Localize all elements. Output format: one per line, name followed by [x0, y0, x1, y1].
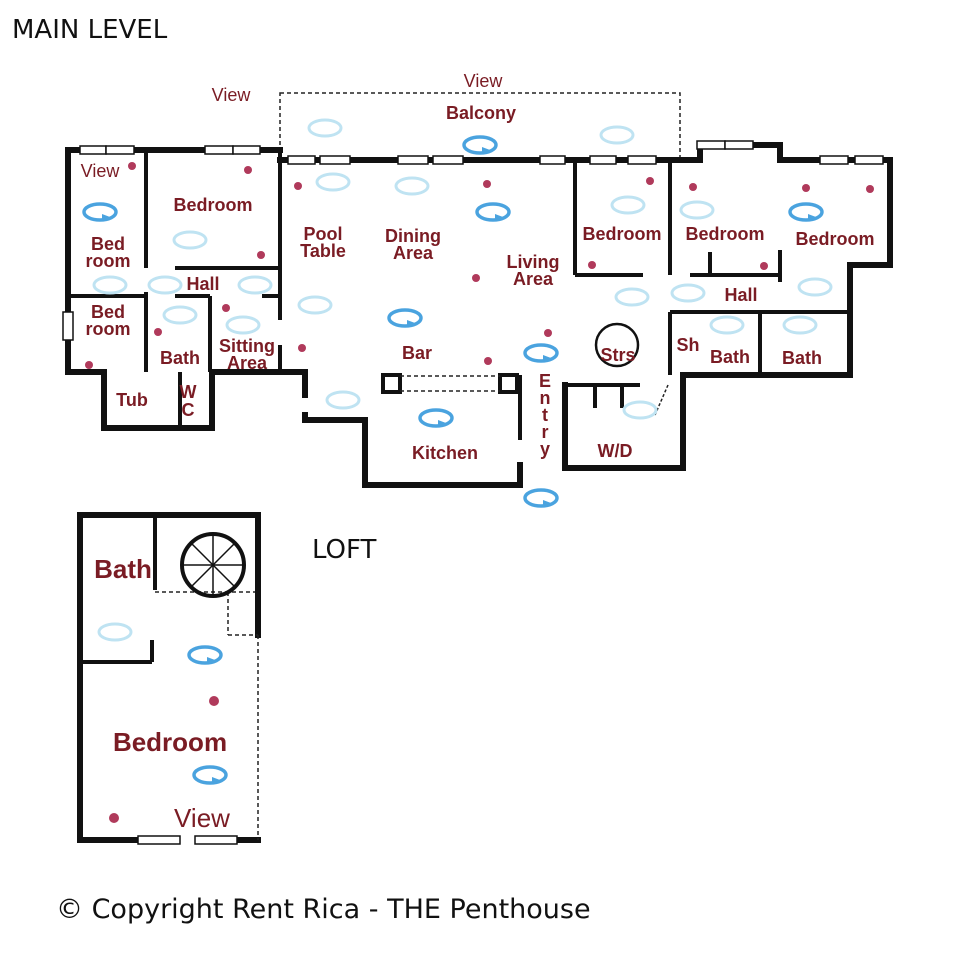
room-label: Hall — [724, 285, 757, 305]
loft-heading: LOFT — [312, 535, 377, 565]
main-level-heading: MAIN LEVEL — [12, 15, 168, 45]
fan-icon — [418, 408, 454, 428]
room-label: Living — [507, 252, 560, 272]
room-label: room — [86, 319, 131, 339]
room-label: C — [182, 400, 195, 420]
stairs-icon — [594, 322, 640, 368]
fan-icon — [82, 202, 118, 222]
room-label: Bed — [91, 234, 125, 254]
loft-bedroom-label: Bedroom — [113, 727, 227, 757]
room-label: E — [539, 371, 551, 391]
fan-icon — [192, 765, 228, 785]
room-label: Area — [227, 353, 268, 373]
room-label: Bedroom — [795, 229, 874, 249]
room-label: W — [180, 382, 197, 402]
main-level-walls — [65, 142, 893, 488]
room-label: t — [542, 405, 548, 425]
room-label: Dining — [385, 226, 441, 246]
fan-icon — [387, 308, 423, 328]
balcony-label: Balcony — [446, 103, 516, 123]
fan-icon — [523, 488, 559, 508]
room-labels: View View View Balcony Bedroom Bed room … — [81, 71, 875, 463]
room-label: Bath — [160, 348, 200, 368]
room-label: Bar — [402, 343, 432, 363]
room-label: Tub — [116, 390, 148, 410]
fan-icon — [523, 343, 559, 363]
view-label: View — [212, 85, 252, 105]
room-label: n — [540, 388, 551, 408]
room-label: Bath — [782, 348, 822, 368]
copyright-text: © Copyright Rent Rica - THE Penthouse — [56, 894, 591, 925]
room-label: Area — [513, 269, 554, 289]
loft-view-label: View — [174, 803, 230, 833]
bedroom-label: Bedroom — [173, 195, 252, 215]
room-label: Strs — [600, 345, 635, 365]
loft-walls — [77, 512, 261, 845]
room-label: Sh — [676, 335, 699, 355]
room-label: Hall — [186, 274, 219, 294]
room-label: Kitchen — [412, 443, 478, 463]
room-label: y — [540, 439, 550, 459]
room-label: Bedroom — [582, 224, 661, 244]
room-label: r — [541, 422, 548, 442]
room-label: Pool — [304, 224, 343, 244]
room-label: Sitting — [219, 336, 275, 356]
view-label: View — [464, 71, 504, 91]
fan-icon — [788, 202, 824, 222]
fan-icon — [462, 135, 498, 155]
view-label: View — [81, 161, 121, 181]
windows — [62, 140, 884, 341]
room-label: Bedroom — [685, 224, 764, 244]
room-label: W/D — [598, 441, 633, 461]
dots — [85, 162, 874, 823]
room-label: room — [86, 251, 131, 271]
loft-bath-label: Bath — [94, 554, 152, 584]
room-label: Bath — [710, 347, 750, 367]
room-label: Area — [393, 243, 434, 263]
room-label: Bed — [91, 302, 125, 322]
fan-icon — [187, 645, 223, 665]
room-label: Table — [300, 241, 346, 261]
fan-icon — [475, 202, 511, 222]
